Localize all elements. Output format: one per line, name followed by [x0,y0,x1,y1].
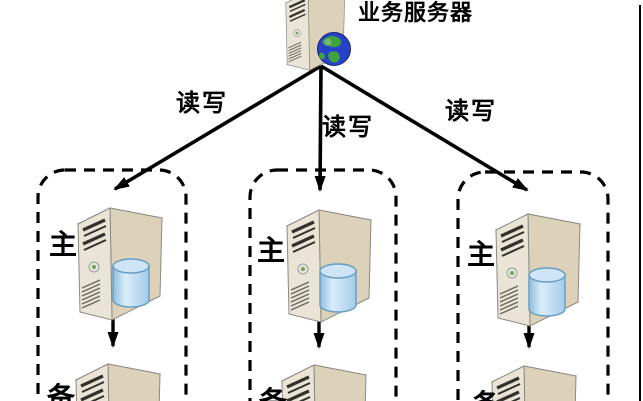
edge-label-readwrite-center: 读写 [322,114,374,141]
edge-label-readwrite-left: 读写 [176,90,228,117]
dashed-group-box-center [248,168,398,401]
backup-label-center: 备 [259,387,287,401]
dashed-group-box-left [36,168,188,401]
database-cylinder-icon [528,267,566,317]
globe-icon [317,32,351,66]
arrow-readwrite-left [113,64,322,191]
master-label-center: 主 [257,235,286,266]
master-server-icon-center [285,208,373,324]
master-server-icon-left [76,206,164,322]
backup-label-right: 备 [472,390,500,401]
edge-label-readwrite-right: 读写 [445,98,497,125]
master-server-icon-right [494,212,582,328]
database-cylinder-icon [319,263,357,313]
backup-server-icon-right [490,364,578,401]
master-label-left: 主 [49,229,78,260]
business-server-label: 业务服务器 [358,0,474,25]
backup-server-icon-center [280,363,368,401]
arrow-readwrite-center [314,65,326,192]
master-label-right: 主 [467,239,496,270]
database-cylinder-icon [112,258,150,308]
business-server-icon [284,0,351,72]
backup-server-icon-left [74,362,162,401]
arrow-readwrite-right [320,64,529,192]
backup-label-left: 备 [47,382,76,401]
dashed-group-box-right [456,170,610,401]
